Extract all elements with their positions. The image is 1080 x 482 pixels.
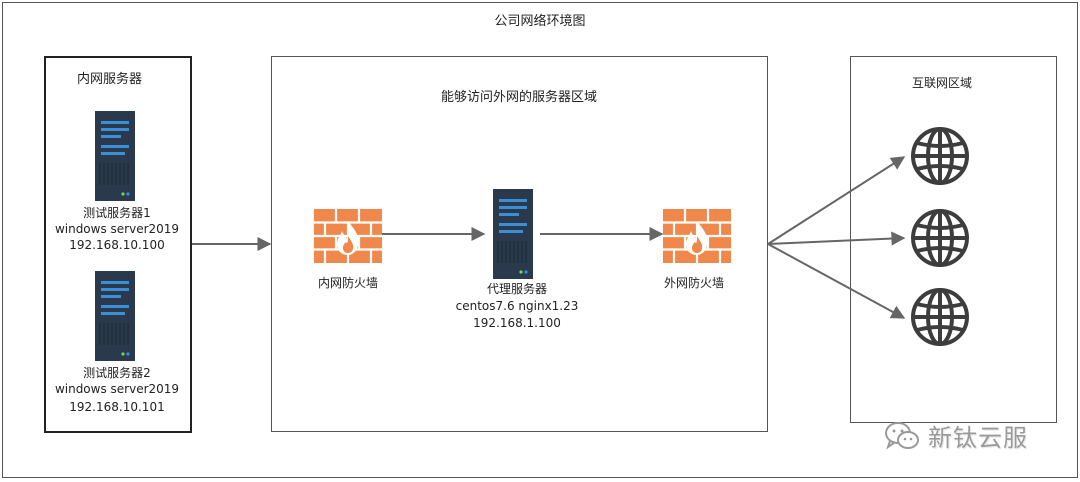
- server1-os: windows server2019: [54, 222, 180, 236]
- watermark: 新钛云服: [884, 418, 1028, 453]
- globe-icon: [911, 288, 969, 346]
- proxy-server-software: centos7.6 nginx1.23: [455, 299, 579, 313]
- arrow-to-globe-2: [767, 231, 906, 246]
- server1-name: 测试服务器1: [83, 206, 151, 220]
- proxy-server-icon: [493, 189, 533, 279]
- server-icon: [95, 111, 135, 201]
- intranet-zone-label: 内网服务器: [77, 72, 143, 87]
- internet-access-zone-label: 能够访问外网的服务器区域: [440, 90, 598, 105]
- wechat-icon: [885, 421, 919, 449]
- internet-zone-label: 互联网区域: [912, 76, 973, 90]
- server2-os: windows server2019: [54, 382, 180, 396]
- server2-name: 测试服务器2: [83, 366, 151, 380]
- server2-ip: 192.168.10.101: [69, 400, 165, 414]
- firewall-icon: [314, 209, 382, 263]
- arrow-to-globe-3: [767, 243, 906, 319]
- inner-firewall-label: 内网防火墙: [317, 276, 379, 290]
- globe-icon: [911, 127, 969, 185]
- server1-ip: 192.168.10.100: [69, 238, 165, 252]
- proxy-server-ip: 192.168.1.100: [473, 316, 561, 330]
- watermark-text: 新钛云服: [928, 424, 1028, 452]
- globe-icon: [911, 209, 969, 267]
- outer-firewall-label: 外网防火墙: [663, 276, 725, 290]
- diagram-title: 公司网络环境图: [494, 14, 586, 29]
- server-icon: [95, 271, 135, 361]
- arrow-to-globe-1: [767, 156, 906, 245]
- firewall-icon: [663, 209, 731, 263]
- proxy-server-name: 代理服务器: [486, 282, 548, 296]
